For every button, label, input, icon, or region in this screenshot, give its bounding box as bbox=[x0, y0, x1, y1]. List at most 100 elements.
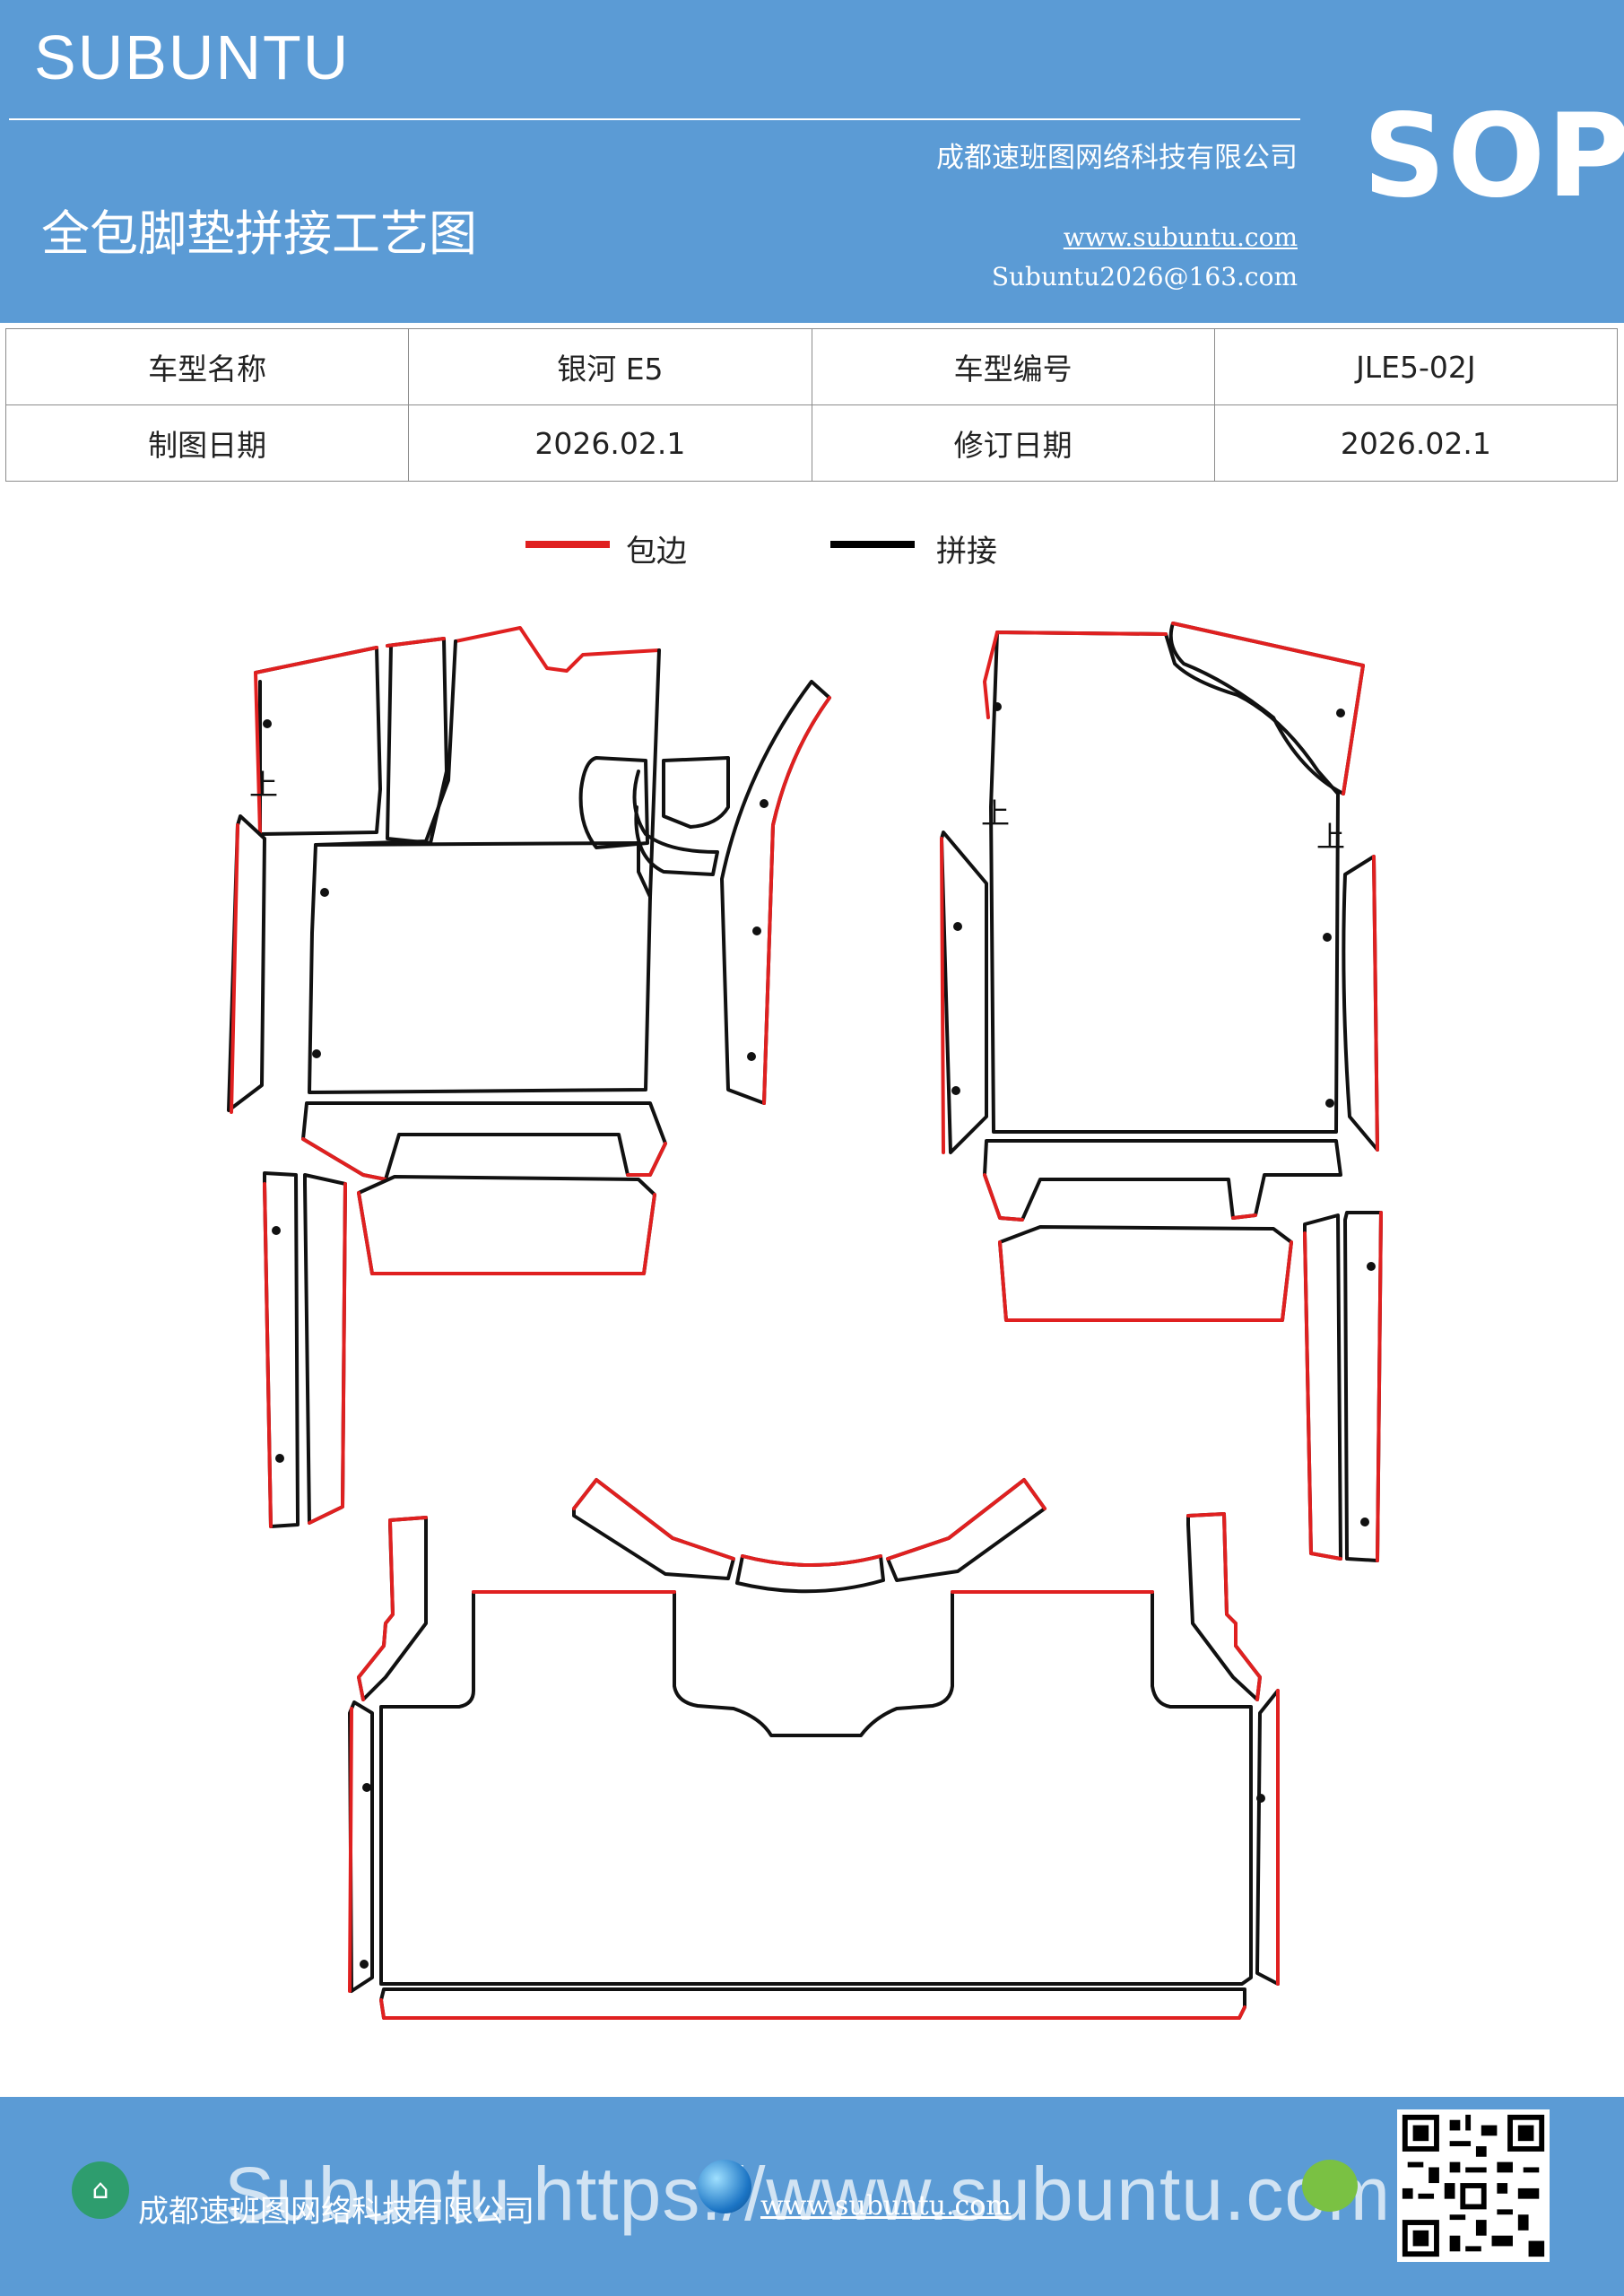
fixing-dot bbox=[1323, 933, 1332, 942]
left-front-upper-piece bbox=[314, 639, 661, 899]
model-code-label: 车型编号 bbox=[811, 328, 1215, 405]
footer-watermark-text: Subuntu https://www.subuntu.com bbox=[224, 2152, 1392, 2236]
fixing-dot bbox=[312, 1049, 321, 1058]
fixing-dot bbox=[953, 922, 962, 931]
fixing-dot bbox=[275, 1454, 284, 1463]
left-front-heel-strip bbox=[301, 1101, 667, 1181]
left-front-side-edge bbox=[230, 823, 239, 1114]
right-front-main-piece bbox=[989, 631, 1340, 1134]
rear-main-piece bbox=[379, 1590, 1253, 1986]
fixing-dot bbox=[1256, 1794, 1265, 1803]
sop-badge: SOP bbox=[1363, 90, 1624, 223]
legend-seam-label: 拼接 bbox=[936, 534, 997, 570]
left-front-corner-edge bbox=[254, 646, 378, 836]
legend-edge-label: 包边 bbox=[626, 534, 687, 570]
left-front-pedal-cutout bbox=[578, 756, 649, 849]
right-front-right-edge bbox=[1372, 855, 1379, 1152]
table-row: 车型名称 银河 E5 车型编号 JLE5-02J bbox=[4, 328, 1619, 405]
right-front-long-edge-1 bbox=[1303, 1231, 1342, 1561]
fixing-dot bbox=[993, 702, 1002, 711]
right-front-corner-panel bbox=[1168, 622, 1365, 796]
fixing-dot bbox=[320, 888, 329, 897]
company-name: 成都速班图网络科技有限公司 bbox=[936, 142, 1298, 174]
left-front-right-strip bbox=[720, 680, 831, 1105]
email-address: Subuntu2026@163.com bbox=[991, 262, 1298, 291]
fixing-dot bbox=[1336, 709, 1345, 718]
home-icon: ⌂ bbox=[72, 2161, 129, 2219]
model-name-value: 银河 E5 bbox=[408, 328, 812, 405]
left-front-lower-pad bbox=[357, 1175, 656, 1275]
footer-banner: ⌂ 成都速班图网络科技有限公司 Subuntu https://www.subu… bbox=[0, 2097, 1624, 2296]
fixing-dot bbox=[272, 1226, 281, 1235]
left-front-slim-strip bbox=[386, 637, 448, 845]
fixing-dot bbox=[1367, 1262, 1376, 1271]
rear-tunnel-right bbox=[886, 1478, 1046, 1582]
fixing-dot bbox=[752, 926, 761, 935]
legend-seam-swatch bbox=[830, 541, 915, 548]
left-front-corner-panel bbox=[254, 646, 382, 836]
left-front-pedal-cutout-2 bbox=[662, 756, 730, 829]
right-front-heel-edge bbox=[983, 1173, 1257, 1222]
draw-date-value: 2026.02.1 bbox=[408, 404, 812, 482]
fixing-dot bbox=[1325, 1099, 1334, 1108]
header-banner: SUBUNTU 成都速班图网络科技有限公司 全包脚垫拼接工艺图 www.subu… bbox=[0, 0, 1624, 323]
revise-date-label: 修订日期 bbox=[811, 404, 1215, 482]
fixing-dot bbox=[1360, 1518, 1369, 1526]
table-row: 制图日期 2026.02.1 修订日期 2026.02.1 bbox=[4, 404, 1619, 482]
website-link[interactable]: www.subuntu.com bbox=[1063, 222, 1298, 252]
left-front-main-piece bbox=[308, 841, 652, 1094]
left-front-top-edge bbox=[454, 626, 661, 673]
header-divider bbox=[9, 118, 1300, 120]
left-front-heel-edge bbox=[301, 1137, 667, 1181]
legend-edge-swatch bbox=[525, 541, 610, 548]
left-front-lower-edge bbox=[357, 1191, 656, 1275]
left-front-long-strip-1 bbox=[263, 1171, 300, 1528]
footer-website-link[interactable]: www.subuntu.com bbox=[760, 2190, 1012, 2222]
document-title: 全包脚垫拼接工艺图 bbox=[41, 205, 477, 262]
fixing-dot bbox=[747, 1052, 756, 1061]
fixing-dot bbox=[362, 1783, 371, 1792]
revise-date-value: 2026.02.1 bbox=[1213, 404, 1619, 482]
left-front-pedal-ring bbox=[632, 770, 719, 876]
wechat-icon bbox=[1302, 2160, 1358, 2212]
fixing-dot bbox=[951, 1086, 960, 1095]
orientation-mark: 上 bbox=[249, 768, 278, 802]
rear-left-side-strip bbox=[348, 1700, 374, 1993]
rear-tunnel-center-edge bbox=[741, 1554, 882, 1567]
rear-right-wing-edge bbox=[1186, 1512, 1262, 1701]
left-front-long-edge-1 bbox=[263, 1182, 273, 1528]
right-front-corner-edge bbox=[1171, 622, 1365, 796]
fixing-points bbox=[263, 702, 1376, 1969]
rear-left-side-edge bbox=[348, 1707, 353, 1993]
right-front-left-edge bbox=[940, 837, 945, 1154]
orientation-mark: 上 bbox=[1316, 820, 1345, 854]
right-front-lower-pad bbox=[998, 1225, 1293, 1322]
brand-logo: SUBUNTU bbox=[34, 22, 351, 92]
rear-bottom-strip bbox=[379, 1987, 1246, 2020]
rear-tunnel-left-edge bbox=[572, 1478, 735, 1561]
right-front-right-strip bbox=[1342, 855, 1379, 1152]
globe-icon bbox=[698, 2160, 751, 2213]
left-front-long-strip-2 bbox=[303, 1173, 347, 1525]
left-front-long-edge-2 bbox=[308, 1182, 347, 1525]
floor-mat-diagram: 上 上 上 bbox=[227, 622, 1383, 2020]
fixing-dot bbox=[760, 799, 769, 808]
rear-tunnel-right-edge bbox=[886, 1478, 1046, 1561]
fixing-dot bbox=[263, 719, 272, 728]
vehicle-info-table: 车型名称 银河 E5 车型编号 JLE5-02J 制图日期 2026.02.1 … bbox=[4, 328, 1619, 482]
right-front-heel-strip bbox=[983, 1139, 1342, 1222]
footer-company-name: 成都速班图网络科技有限公司 bbox=[138, 2194, 534, 2230]
right-front-outer-edge bbox=[983, 631, 1168, 719]
rear-left-wing-edge bbox=[357, 1516, 428, 1701]
rear-tunnel-left bbox=[572, 1478, 735, 1580]
model-name-label: 车型名称 bbox=[4, 328, 410, 405]
right-front-lower-edge bbox=[998, 1240, 1293, 1322]
model-code-value: JLE5-02J bbox=[1213, 328, 1619, 405]
left-front-right-edge bbox=[762, 696, 831, 1105]
rear-right-side-strip bbox=[1255, 1689, 1280, 1986]
draw-date-label: 制图日期 bbox=[4, 404, 410, 482]
right-front-left-strip bbox=[940, 831, 988, 1154]
rear-bottom-edge bbox=[379, 1998, 1246, 2020]
orientation-mark: 上 bbox=[981, 796, 1010, 831]
right-front-long-edge-2 bbox=[1376, 1211, 1383, 1562]
